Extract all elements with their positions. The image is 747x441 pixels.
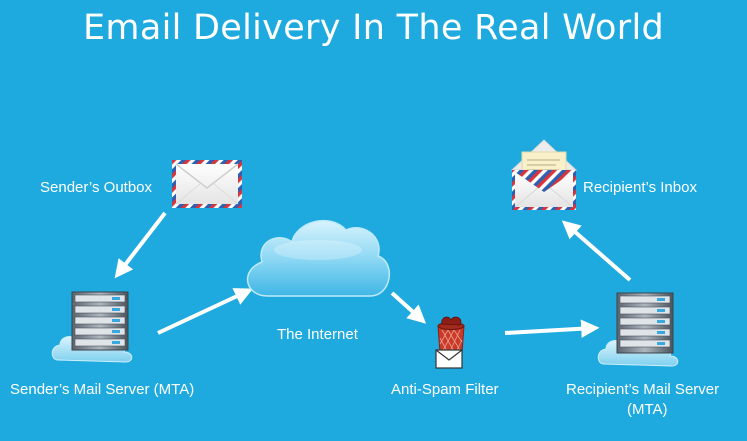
arrow-sender-server-to-internet	[157, 288, 254, 335]
open-envelope-icon	[510, 139, 578, 210]
arrow-internet-to-spam-filter	[390, 291, 427, 324]
arrow-spam-filter-to-recipient-server	[504, 319, 600, 338]
sender-server-label: Sender’s Mail Server (MTA)	[10, 381, 195, 398]
internet-label: The Internet	[277, 326, 358, 343]
server-icon	[51, 291, 133, 363]
server-icon	[597, 292, 679, 367]
cloud-icon	[246, 219, 391, 297]
spam-filter-label: Anti-Spam Filter	[391, 381, 499, 398]
trash-bin-icon	[435, 316, 465, 369]
recipient-server-label-line2: (MTA)	[627, 401, 668, 418]
diagram-title: Email Delivery In The Real World	[83, 8, 664, 48]
envelope-icon	[172, 160, 242, 208]
sender-outbox-label: Sender’s Outbox	[40, 179, 153, 196]
flow-arrows	[114, 211, 632, 338]
recipient-server-label-line1: Recipient’s Mail Server	[566, 381, 720, 398]
arrow-recipient-server-to-inbox	[561, 220, 632, 282]
recipient-inbox-label: Recipient’s Inbox	[583, 179, 697, 196]
arrow-outbox-to-sender-server	[114, 211, 167, 279]
